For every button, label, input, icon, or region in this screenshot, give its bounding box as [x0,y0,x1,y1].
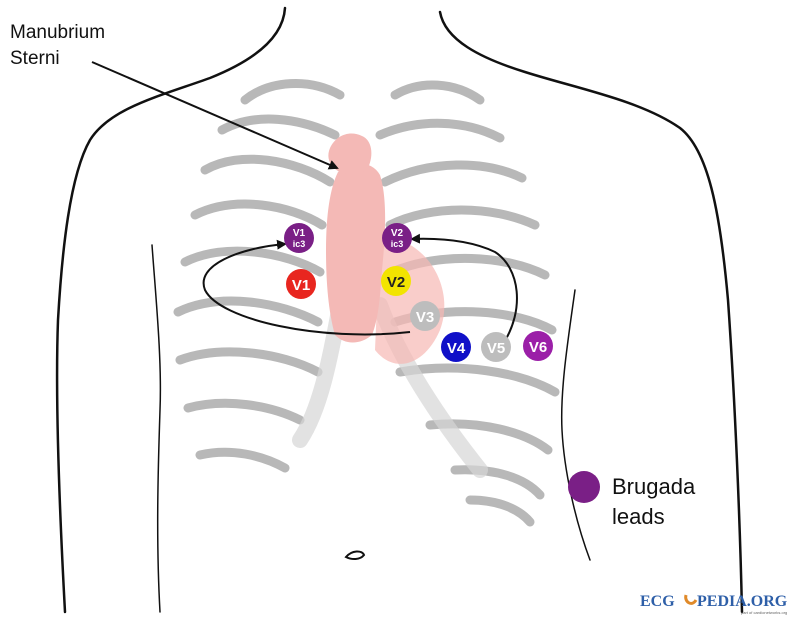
logo-text-right: PEDIA.ORG [697,593,788,610]
navel-mark [346,551,364,559]
legend: Brugada leads [568,471,696,529]
electrode-v4: V4 [441,332,471,362]
logo-text-left: ECG [640,593,675,610]
heart-shape [375,235,444,364]
manubrium-label: Manubrium [10,22,105,43]
electrode-v2-ic3-sub: ic3 [391,239,404,249]
electrode-v1: V1 [286,269,316,299]
electrode-v3: V3 [410,301,440,331]
sterni-label: Sterni [10,48,60,69]
electrode-v2: V2 [381,266,411,296]
electrode-v1-ic3: V1 ic3 [284,223,314,253]
legend-label-line2: leads [612,504,665,529]
electrode-v2-label: V2 [387,274,405,291]
electrode-v4-label: V4 [447,340,466,357]
manubrium-pointer-arrow [92,62,337,168]
ecgpedia-logo: ECG PEDIA.ORG part of cardionetworks.org [640,593,788,615]
electrode-v6: V6 [523,331,553,361]
electrode-v2-ic3: V2 ic3 [382,223,412,253]
legend-swatch [568,471,600,503]
electrode-v1-ic3-label: V1 [293,228,306,239]
electrode-v6-label: V6 [529,339,547,356]
electrode-v5: V5 [481,332,511,362]
electrode-v1-label: V1 [292,277,310,294]
electrode-v3-label: V3 [416,309,434,326]
electrode-v2-ic3-label: V2 [391,228,404,239]
electrode-v1-ic3-sub: ic3 [293,239,306,249]
sternum [326,163,385,342]
legend-label-line1: Brugada [612,474,696,499]
logo-swoosh-icon [686,595,696,603]
logo-tagline: part of cardionetworks.org [741,610,787,615]
electrode-v5-label: V5 [487,340,505,357]
